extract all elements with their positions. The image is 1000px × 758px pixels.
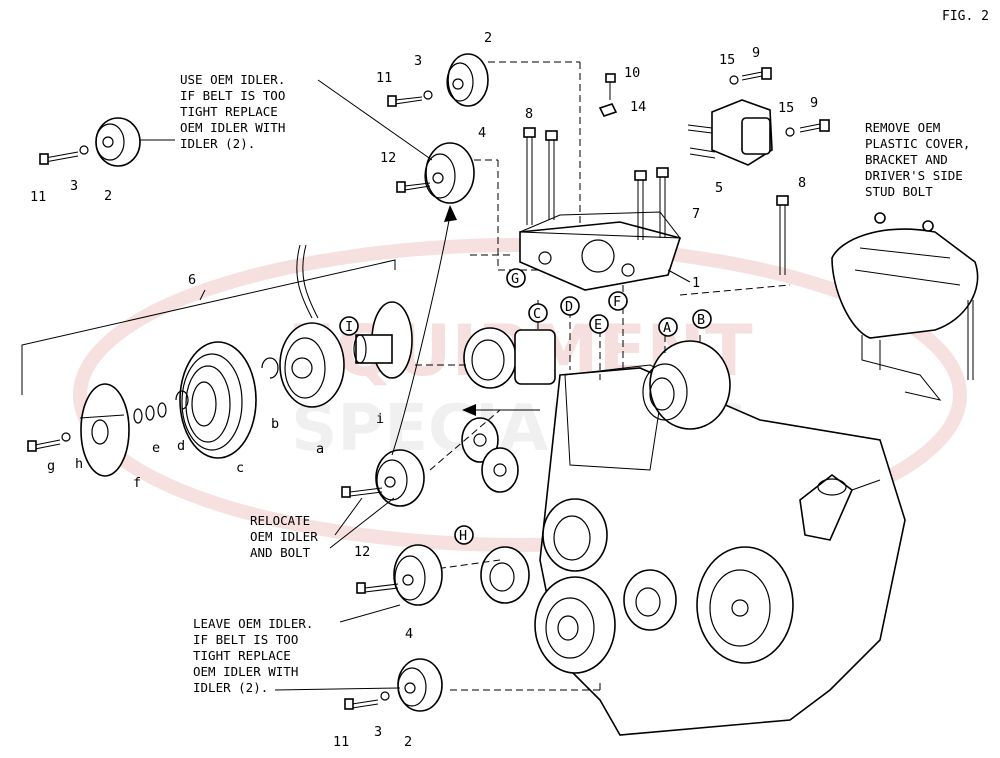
part-letter-c: c	[236, 460, 244, 476]
note-remove-oem: REMOVE OEM PLASTIC COVER, BRACKET AND DR…	[865, 120, 978, 199]
clutch-assembly	[21, 244, 413, 477]
part-number-2: 2	[404, 734, 412, 750]
engine-block	[415, 254, 906, 736]
part-number-7: 7	[692, 206, 700, 222]
part-number-10: 10	[624, 65, 640, 81]
part-number-6: 6	[188, 272, 196, 288]
part-number-11: 11	[376, 70, 392, 86]
part-number-3: 3	[414, 53, 422, 69]
part-number-8: 8	[798, 175, 806, 191]
part-letter-a: a	[316, 441, 324, 457]
callout-F: F	[613, 294, 621, 310]
part-number-3: 3	[374, 724, 382, 740]
part-letter-g: g	[47, 458, 55, 474]
part-number-14: 14	[630, 99, 646, 115]
part-number-3: 3	[70, 178, 78, 194]
part-number-15: 15	[719, 52, 735, 68]
part-letter-labels: a b c d e f g h i	[47, 411, 384, 491]
part-number-12: 12	[380, 150, 396, 166]
mounting-bracket	[519, 211, 691, 291]
idler-assembly-upper-left	[39, 117, 175, 167]
bolts-group	[523, 73, 789, 275]
part-number-2: 2	[484, 30, 492, 46]
part-letter-d: d	[177, 438, 185, 454]
idler-4-lower	[356, 544, 443, 606]
part-number-8: 8	[525, 106, 533, 122]
note-leave-oem-idler: LEAVE OEM IDLER. IF BELT IS TOO TIGHT RE…	[193, 616, 321, 695]
circled-callouts: B A C D E F G H I	[339, 268, 712, 545]
callout-G: G	[511, 271, 519, 287]
part-letter-h: h	[75, 456, 83, 472]
note-relocate: RELOCATE OEM IDLER AND BOLT	[250, 513, 325, 560]
relocated-oem-idler	[341, 205, 540, 507]
part-number-11: 11	[30, 189, 46, 205]
callout-B: B	[697, 312, 705, 328]
part-number-12: 12	[354, 544, 370, 560]
idler-assembly-bottom	[344, 658, 443, 712]
part-number-labels: 1 2 2 2 3 3 3 4 4 5 6 7 8 8 9 9 10 11 11…	[30, 30, 818, 750]
callout-A: A	[663, 320, 671, 336]
plastic-cover	[831, 212, 979, 401]
part-number-9: 9	[752, 45, 760, 61]
callout-I: I	[345, 319, 353, 335]
part-letter-e: e	[152, 440, 160, 456]
part-number-4: 4	[405, 626, 413, 642]
part-number-1: 1	[692, 275, 700, 291]
part-number-11: 11	[333, 734, 349, 750]
callout-E: E	[594, 317, 602, 333]
part-letter-b: b	[271, 416, 279, 432]
callout-D: D	[565, 299, 573, 315]
callout-H: H	[459, 528, 467, 544]
part-letter-i: i	[376, 411, 384, 427]
part-number-15: 15	[778, 100, 794, 116]
idler-assembly-top-center	[387, 53, 581, 230]
callout-C: C	[533, 306, 541, 322]
note-use-oem-idler: USE OEM IDLER. IF BELT IS TOO TIGHT REPL…	[180, 72, 293, 151]
figure-label: FIG. 2	[942, 9, 989, 24]
tensioner-mount	[687, 67, 830, 166]
idler-4-upper	[396, 142, 560, 271]
part-number-2: 2	[104, 188, 112, 204]
part-letter-f: f	[133, 475, 141, 491]
part-number-5: 5	[715, 180, 723, 196]
part-number-9: 9	[810, 95, 818, 111]
part-number-4: 4	[478, 125, 486, 141]
